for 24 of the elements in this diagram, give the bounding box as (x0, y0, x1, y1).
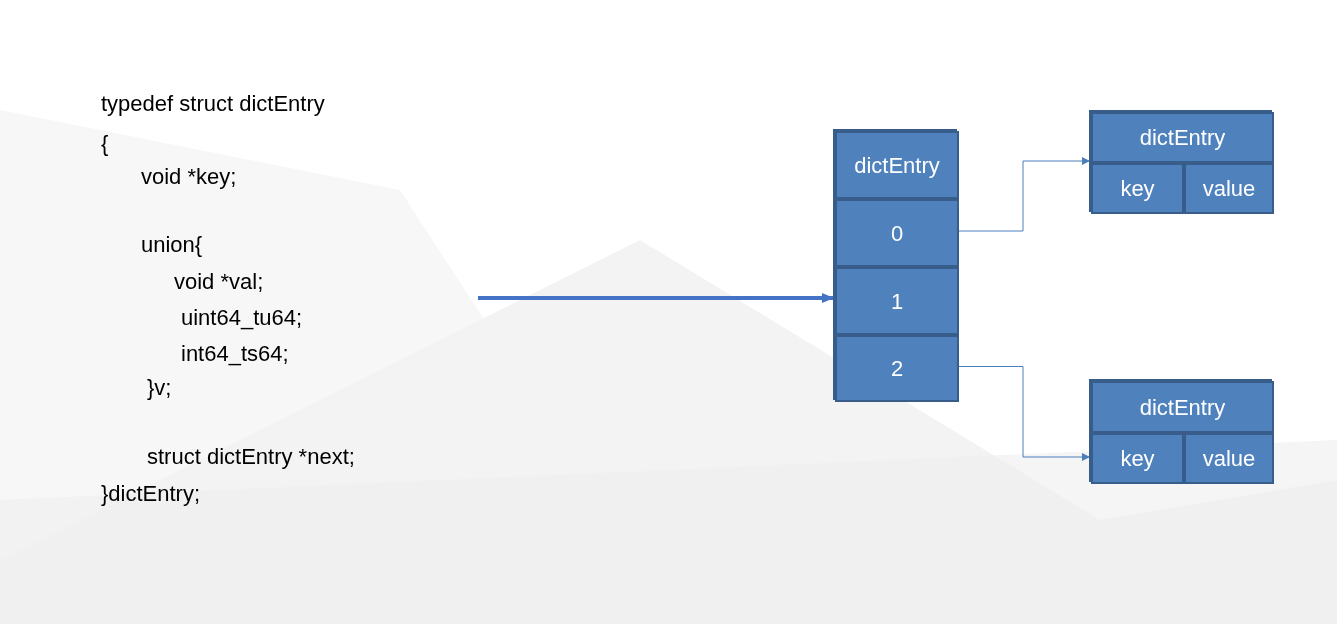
table-cell: 2 (835, 335, 959, 402)
table-cell: 1 (835, 267, 959, 335)
table-box (833, 129, 957, 400)
code-line: union{ (141, 231, 203, 259)
table-cell: key (1091, 433, 1184, 484)
table-cell: dictEntry (1091, 112, 1274, 163)
code-line: typedef struct dictEntry (101, 90, 325, 118)
table-cell: dictEntry (835, 131, 959, 199)
arrow (478, 293, 834, 303)
table-cell: dictEntry (1091, 381, 1274, 433)
table-box (1089, 379, 1272, 482)
table-cell: 0 (835, 199, 959, 267)
table-cell: value (1184, 433, 1274, 484)
code-line: uint64_tu64; (181, 304, 303, 332)
code-line: struct dictEntry *next; (147, 443, 355, 471)
code-line: void *val; (174, 268, 264, 296)
table-cell: value (1184, 163, 1274, 214)
code-line: void *key; (141, 163, 237, 191)
table-box (1089, 110, 1272, 212)
code-line: int64_ts64; (181, 340, 289, 368)
code-line: }dictEntry; (101, 480, 201, 508)
code-line: }v; (147, 374, 172, 402)
code-line: { (101, 130, 109, 158)
table-cell: key (1091, 163, 1184, 214)
